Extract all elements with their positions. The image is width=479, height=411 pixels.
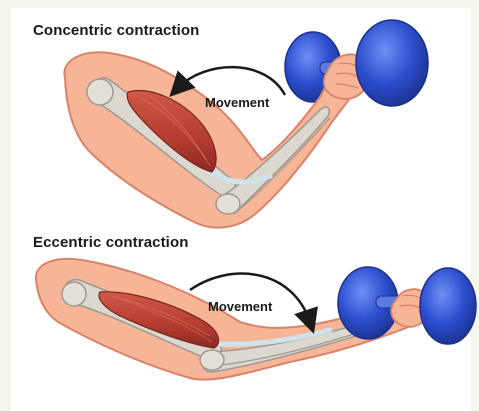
panel-title-concentric: Concentric contraction <box>33 22 199 39</box>
panel-eccentric <box>36 259 476 380</box>
panel-title-eccentric: Eccentric contraction <box>33 234 188 251</box>
dumbbell-front-plate <box>420 268 476 344</box>
movement-label: Movement <box>208 299 272 314</box>
movement-label: Movement <box>205 95 269 110</box>
panel-concentric <box>64 20 428 228</box>
dumbbell-front-plate <box>356 20 428 106</box>
